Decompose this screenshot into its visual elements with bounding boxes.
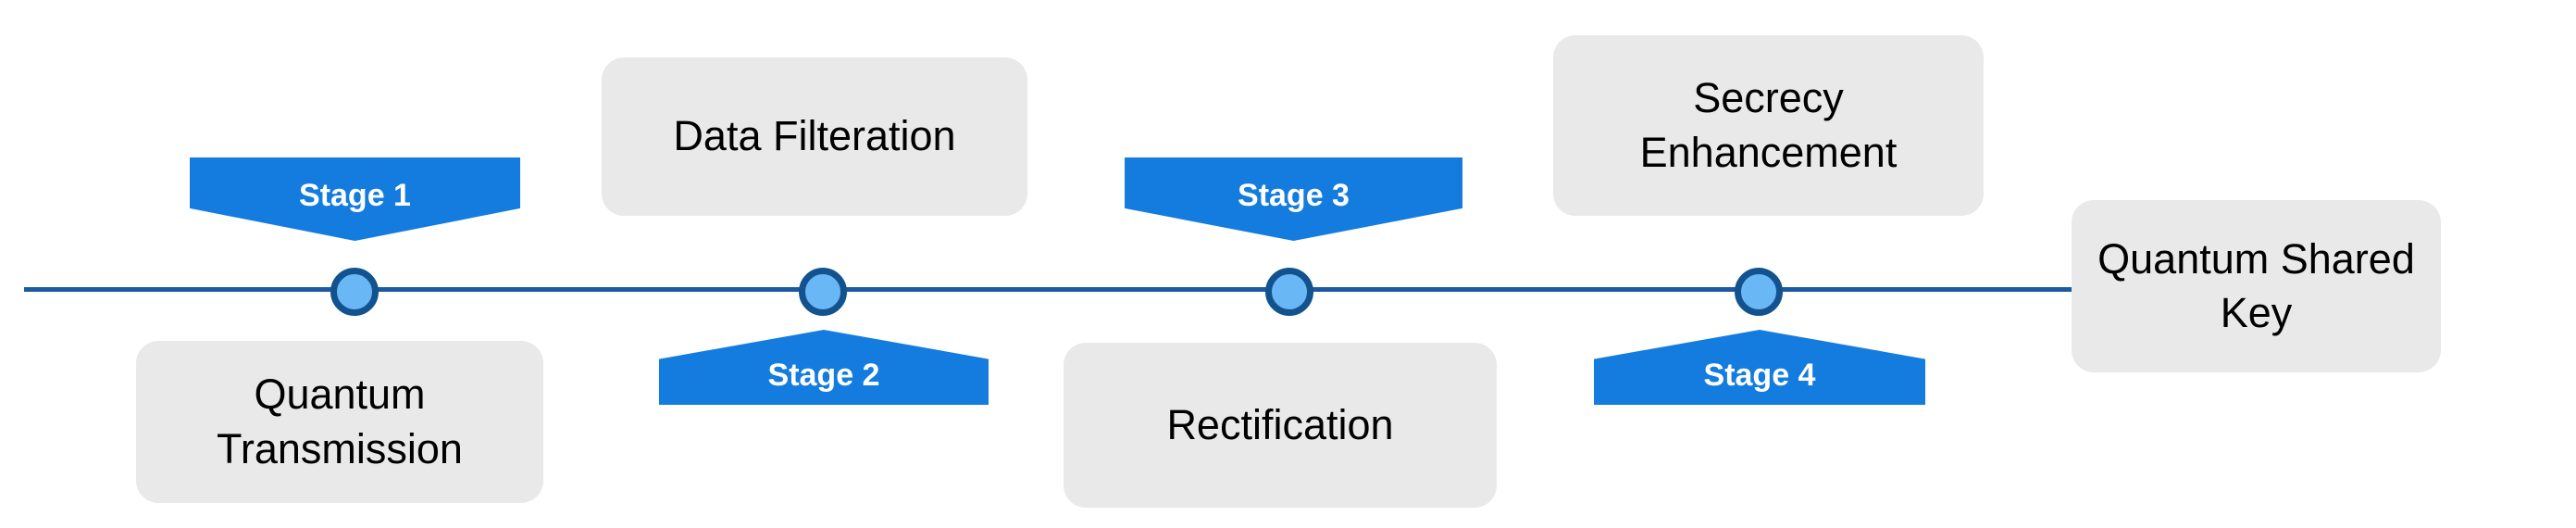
- timeline-line: [24, 287, 2072, 292]
- timeline-node-3: [1265, 268, 1313, 316]
- stage-4-banner: Stage 4: [1594, 330, 1925, 405]
- step-box-quantum-shared-key: Quantum Shared Key: [2072, 200, 2441, 372]
- stage-3-label: Stage 3: [1238, 178, 1350, 213]
- step-label: Secrecy Enhancement: [1639, 74, 1898, 176]
- timeline-node-2: [799, 268, 847, 316]
- step-box-data-filteration: Data Filteration: [602, 57, 1027, 216]
- stage-2-label: Stage 2: [767, 358, 880, 393]
- stage-3-banner: Stage 3: [1125, 157, 1462, 241]
- step-box-quantum-transmission: Quantum Transmission: [136, 341, 543, 503]
- step-label: Rectification: [1166, 400, 1394, 448]
- stage-4-label: Stage 4: [1703, 358, 1816, 393]
- step-label: Quantum Transmission: [217, 371, 463, 472]
- timeline-node-4: [1735, 268, 1783, 316]
- step-label: Data Filteration: [673, 112, 956, 160]
- step-label: Quantum Shared Key: [2097, 234, 2415, 337]
- step-box-rectification: Rectification: [1064, 343, 1497, 508]
- step-box-secrecy-enhancement: Secrecy Enhancement: [1553, 35, 1984, 216]
- stage-2-banner: Stage 2: [659, 330, 989, 405]
- stage-1-banner: Stage 1: [190, 157, 520, 241]
- stage-1-label: Stage 1: [299, 178, 411, 213]
- timeline-node-1: [330, 268, 379, 316]
